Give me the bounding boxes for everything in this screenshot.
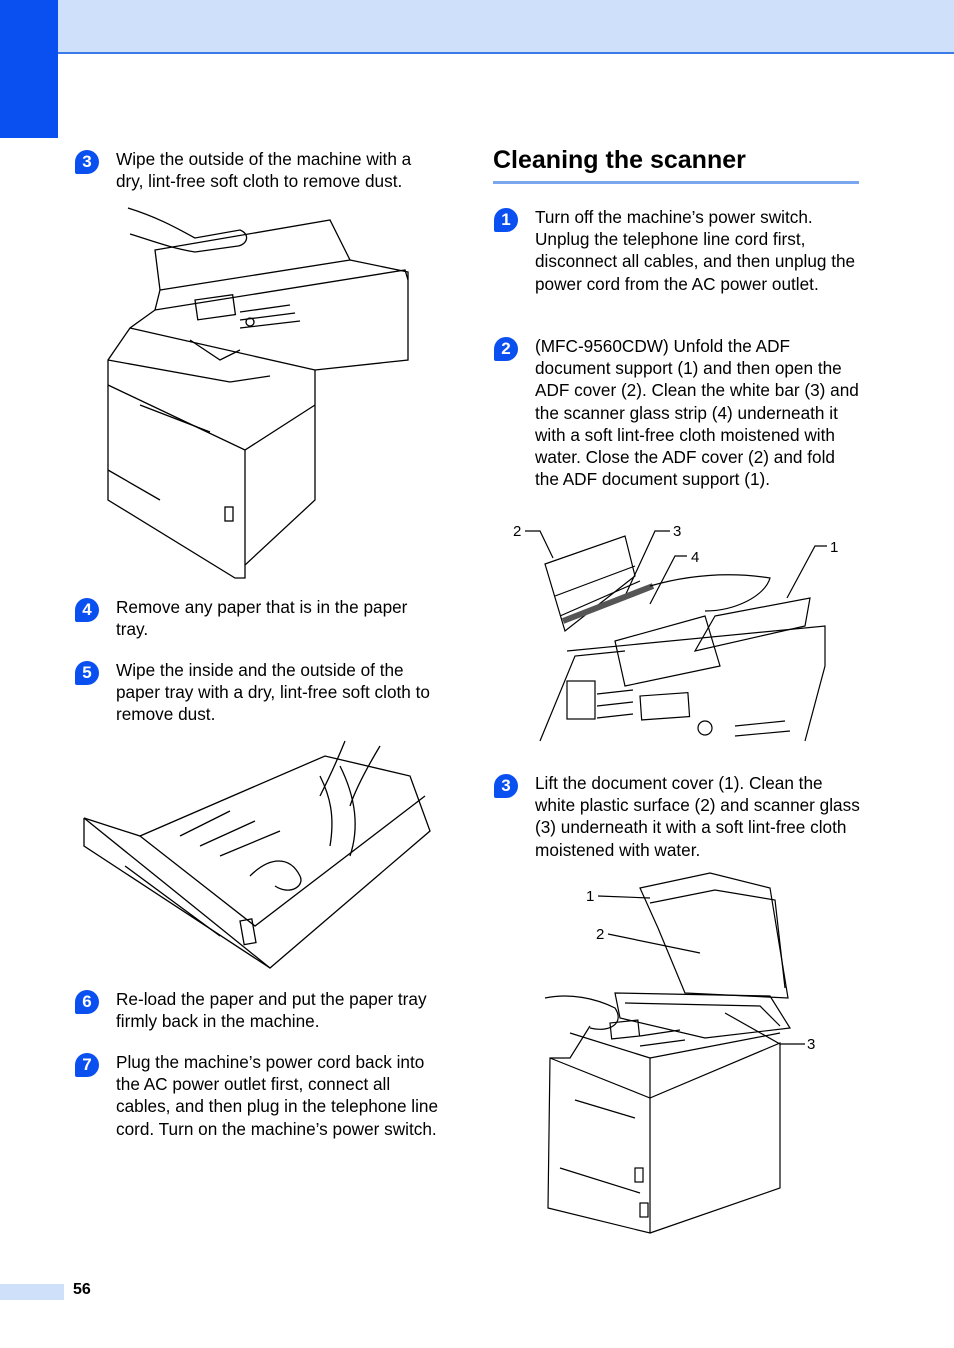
step-number-badge: 6 [75, 990, 99, 1014]
adf-cleaning-illustration: 2 3 4 1 [505, 516, 840, 746]
step-text: Lift the document cover (1). Clean the w… [535, 773, 860, 860]
callout-label: 2 [513, 523, 521, 540]
step-number-badge: 3 [75, 150, 99, 174]
step-text: Wipe the outside of the machine with a d… [116, 149, 412, 192]
step-text: (MFC-9560CDW) Unfold the ADF document su… [535, 336, 859, 490]
step-number-badge: 1 [494, 208, 518, 232]
section-title: Cleaning the scanner [493, 146, 746, 174]
step-text: Plug the machine’s power cord back into … [116, 1052, 439, 1139]
step-number-badge: 2 [494, 337, 518, 361]
header-band [0, 0, 954, 54]
chapter-tab [0, 0, 58, 138]
callout-label: 4 [691, 549, 699, 566]
section-rule [493, 181, 859, 184]
step-text: Turn off the machine’s power switch. Unp… [535, 207, 856, 294]
step-number-badge: 5 [75, 661, 99, 685]
callout-label: 2 [596, 926, 604, 943]
step-number-badge: 7 [75, 1053, 99, 1077]
step-text: Re-load the paper and put the paper tray… [116, 989, 427, 1032]
step-number-badge: 3 [494, 774, 518, 798]
scanner-glass-illustration: 1 2 3 [540, 868, 825, 1238]
page-number: 56 [73, 1281, 91, 1298]
step-number-badge: 4 [75, 598, 99, 622]
callout-label: 1 [830, 539, 838, 556]
footer-band [0, 1284, 64, 1300]
paper-tray-illustration [80, 736, 440, 972]
callout-label: 1 [586, 888, 594, 905]
callout-label: 3 [807, 1036, 815, 1053]
step-text: Wipe the inside and the outside of the p… [116, 660, 430, 725]
callout-label: 3 [673, 523, 681, 540]
machine-wipe-illustration [100, 200, 415, 580]
step-text: Remove any paper that is in the paper tr… [116, 597, 408, 640]
